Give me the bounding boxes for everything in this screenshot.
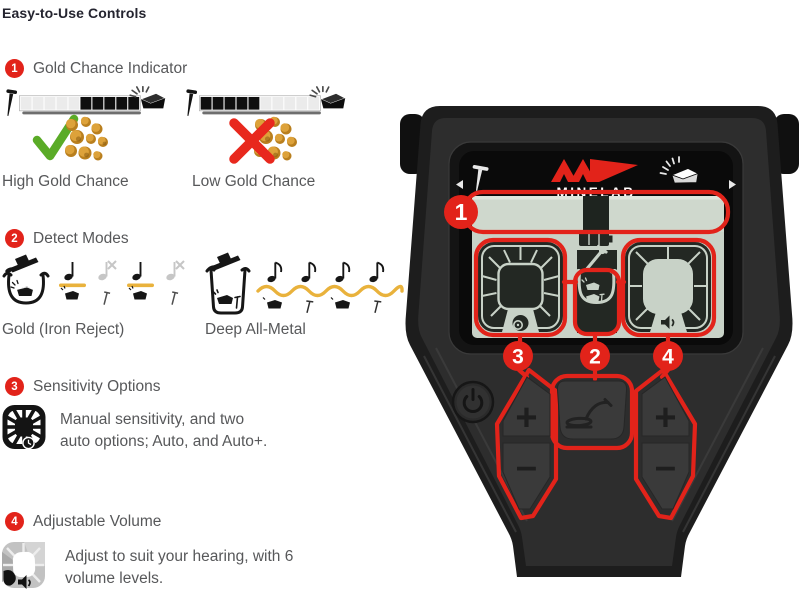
callout-badge-1: 1 <box>5 59 24 78</box>
callout-number-4: 4 <box>662 346 674 369</box>
section-title-gold-chance: Gold Chance Indicator <box>33 59 188 77</box>
deep-mode-label: Deep All-Metal <box>205 321 306 338</box>
callout-circle-4 <box>653 341 683 371</box>
plus-icon: + <box>515 397 537 439</box>
callout-circle-1 <box>444 195 478 229</box>
check-icon <box>32 114 79 161</box>
bar-segments <box>200 96 320 110</box>
callout-outline-sens-buttons <box>494 367 559 521</box>
gold-chance-bar-low <box>186 86 347 116</box>
callout-circle-2 <box>580 341 610 371</box>
callout-badge-3: 3 <box>5 377 24 396</box>
callout-outline-mode-button <box>549 373 635 451</box>
continuous-tone-wave <box>256 284 404 298</box>
note-icon <box>127 262 154 300</box>
note-icon <box>59 262 86 300</box>
detector-icon <box>565 398 613 429</box>
muted-note-icon <box>166 260 185 305</box>
volume-rocker: + – <box>641 376 690 510</box>
gold-chance-cursor <box>583 196 609 232</box>
detect-mode-display-graphic <box>574 244 619 333</box>
gold-mode-audio-pattern <box>59 260 185 305</box>
callout-circles: 1 3 2 4 <box>444 195 683 371</box>
battery-icon <box>579 232 613 246</box>
muted-note-icon <box>98 260 117 305</box>
note-icon <box>267 261 385 283</box>
section-volume-header: 4 Adjustable Volume <box>5 512 161 531</box>
section-title-detect-modes: Detect Modes <box>33 229 129 247</box>
callout-outline-vol-buttons <box>633 367 698 521</box>
callout-number-3: 3 <box>512 346 524 369</box>
high-gold-chance-graphic <box>32 114 108 161</box>
callout-circle-3 <box>503 341 533 371</box>
low-gold-chance-label: Low Gold Chance <box>192 173 316 190</box>
gold-bar-icon <box>659 156 699 184</box>
section-gold-chance-header: 1 Gold Chance Indicator <box>5 59 187 78</box>
detector-illustration: MINELAB <box>400 106 799 577</box>
section-title-sensitivity: Sensitivity Options <box>33 377 161 395</box>
volume-icon <box>2 542 45 589</box>
sensitivity-rocker: + – <box>502 376 551 510</box>
power-button <box>451 380 495 424</box>
detect-mode-button <box>556 380 628 440</box>
volume-display-graphic <box>625 242 711 332</box>
page-title: Easy-to-Use Controls <box>2 5 147 21</box>
sensitivity-plus-button <box>502 376 551 437</box>
callout-number-2: 2 <box>589 346 601 369</box>
callout-number-1: 1 <box>455 199 468 225</box>
gold-pan-icon <box>2 254 50 305</box>
volume-plus-button <box>641 376 690 437</box>
low-gold-chance-graphic <box>229 116 297 164</box>
plus-icon: + <box>654 397 676 439</box>
minus-icon: – <box>516 446 537 488</box>
gold-nuggets-icon <box>65 116 108 161</box>
mount-ear-right <box>774 114 799 174</box>
arrow-left-icon <box>456 180 463 189</box>
sensitivity-display-graphic <box>478 242 563 332</box>
target-icons <box>262 297 382 313</box>
bar-segments <box>20 96 140 110</box>
sensitivity-desc: Manual sensitivity, and two auto options… <box>60 409 267 453</box>
gold-chance-bar-high <box>6 86 167 116</box>
volume-desc: Adjust to suit your hearing, with 6 volu… <box>65 546 293 590</box>
desc-line: auto options; Auto, and Auto+. <box>60 433 268 450</box>
cross-icon <box>229 118 275 164</box>
detector-silhouette <box>5 254 39 273</box>
desc-line: volume levels. <box>65 570 164 587</box>
arrow-right-icon <box>729 180 736 189</box>
gold-mode-label: Gold (Iron Reject) <box>2 321 125 338</box>
section-title-volume: Adjustable Volume <box>33 512 162 530</box>
section-sensitivity-header: 3 Sensitivity Options <box>5 377 161 396</box>
power-icon <box>462 388 484 413</box>
section-detect-modes-header: 2 Detect Modes <box>5 229 129 248</box>
high-gold-chance-label: High Gold Chance <box>2 173 129 190</box>
speaker-icon <box>18 575 31 589</box>
gold-bar-icon <box>129 86 167 109</box>
deep-bucket-icon <box>205 252 251 315</box>
speaker-icon <box>661 315 675 329</box>
nail-icon <box>186 89 198 116</box>
callout-badge-2: 2 <box>5 229 24 248</box>
desc-line: Adjust to suit your hearing, with 6 <box>65 548 294 565</box>
sensitivity-minus-button <box>502 442 551 510</box>
sensitivity-icon <box>2 405 46 450</box>
deep-mode-audio-pattern <box>256 261 404 313</box>
desc-line: Manual sensitivity, and two <box>60 411 245 428</box>
lcd-display <box>472 196 724 338</box>
nail-icon <box>6 89 18 116</box>
volume-minus-button <box>641 442 690 510</box>
nail-icon <box>472 165 489 191</box>
callout-badge-4: 4 <box>5 512 24 531</box>
minus-icon: – <box>655 446 676 488</box>
gold-bar-icon <box>309 86 347 109</box>
